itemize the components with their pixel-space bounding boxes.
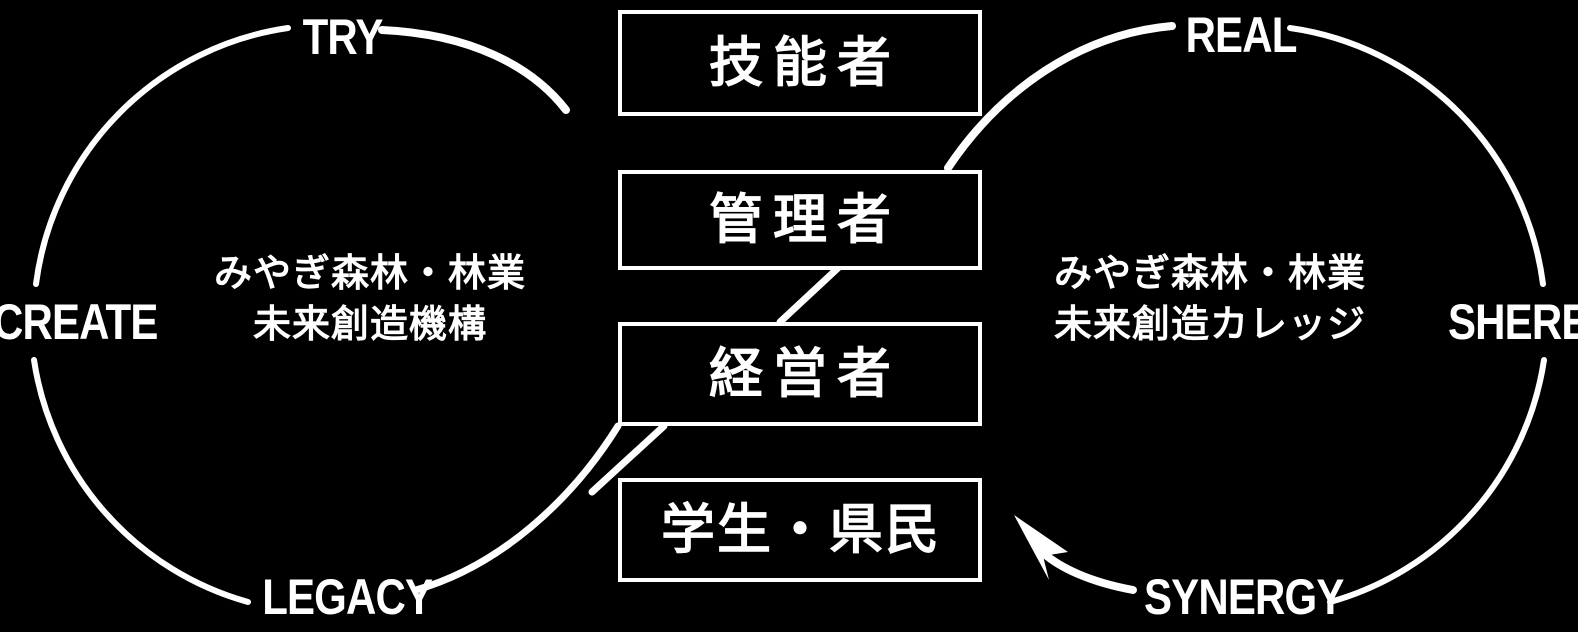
connector-kanrisha-to-keieisha bbox=[776, 264, 842, 326]
role-box-ginosha[interactable]: 技能者 bbox=[618, 10, 982, 116]
left-cycle-label-legacy: LEGACY bbox=[262, 569, 433, 625]
right-cycle-label-synergy: SYNERGY bbox=[1144, 569, 1344, 625]
role-label-ginosha: 技能者 bbox=[709, 31, 901, 94]
left-cycle-org-line1: みやぎ森林・林業 bbox=[213, 251, 526, 295]
left-arc-create-to-legacy bbox=[31, 357, 251, 605]
left-cycle-label-create: CREATE bbox=[0, 294, 158, 350]
left-cycle-org-name: みやぎ森林・林業 未来創造機構 bbox=[165, 248, 575, 351]
role-label-keieisha: 経営者 bbox=[709, 342, 901, 405]
left-cycle-label-try: TRY bbox=[302, 9, 384, 65]
right-arc-real-to-shere bbox=[1287, 25, 1546, 287]
role-box-keieisha[interactable]: 経営者 bbox=[618, 322, 982, 426]
right-cycle-org-name: みやぎ森林・林業 未来創造カレッジ bbox=[1000, 248, 1420, 351]
right-arc-shere-to-synergy bbox=[1327, 357, 1547, 605]
left-cycle-org-line2: 未来創造機構 bbox=[252, 302, 487, 347]
role-label-gakusei: 学生・県民 bbox=[661, 498, 941, 561]
right-arrow-synergy-to-gakusei bbox=[1038, 548, 1137, 594]
arrowhead-icon bbox=[1014, 515, 1068, 580]
role-box-gakusei[interactable]: 学生・県民 bbox=[618, 478, 982, 582]
right-cycle-label-shere: SHERE bbox=[1448, 294, 1578, 350]
role-box-kanrisha[interactable]: 管理者 bbox=[618, 170, 982, 270]
left-arc-try-to-create bbox=[33, 25, 291, 287]
right-arc-real-to-kanrisha bbox=[944, 22, 1176, 172]
right-cycle-org-line1: みやぎ森林・林業 bbox=[1053, 251, 1366, 295]
left-arc-legacy-to-keieisha bbox=[412, 422, 622, 594]
connector-keieisha-to-left-arc bbox=[588, 422, 668, 496]
role-label-kanrisha: 管理者 bbox=[709, 188, 901, 251]
right-cycle-label-real: REAL bbox=[1185, 7, 1298, 63]
right-cycle-org-line2: 未来創造カレッジ bbox=[1053, 302, 1366, 347]
left-arc-try-to-stack bbox=[378, 26, 570, 114]
